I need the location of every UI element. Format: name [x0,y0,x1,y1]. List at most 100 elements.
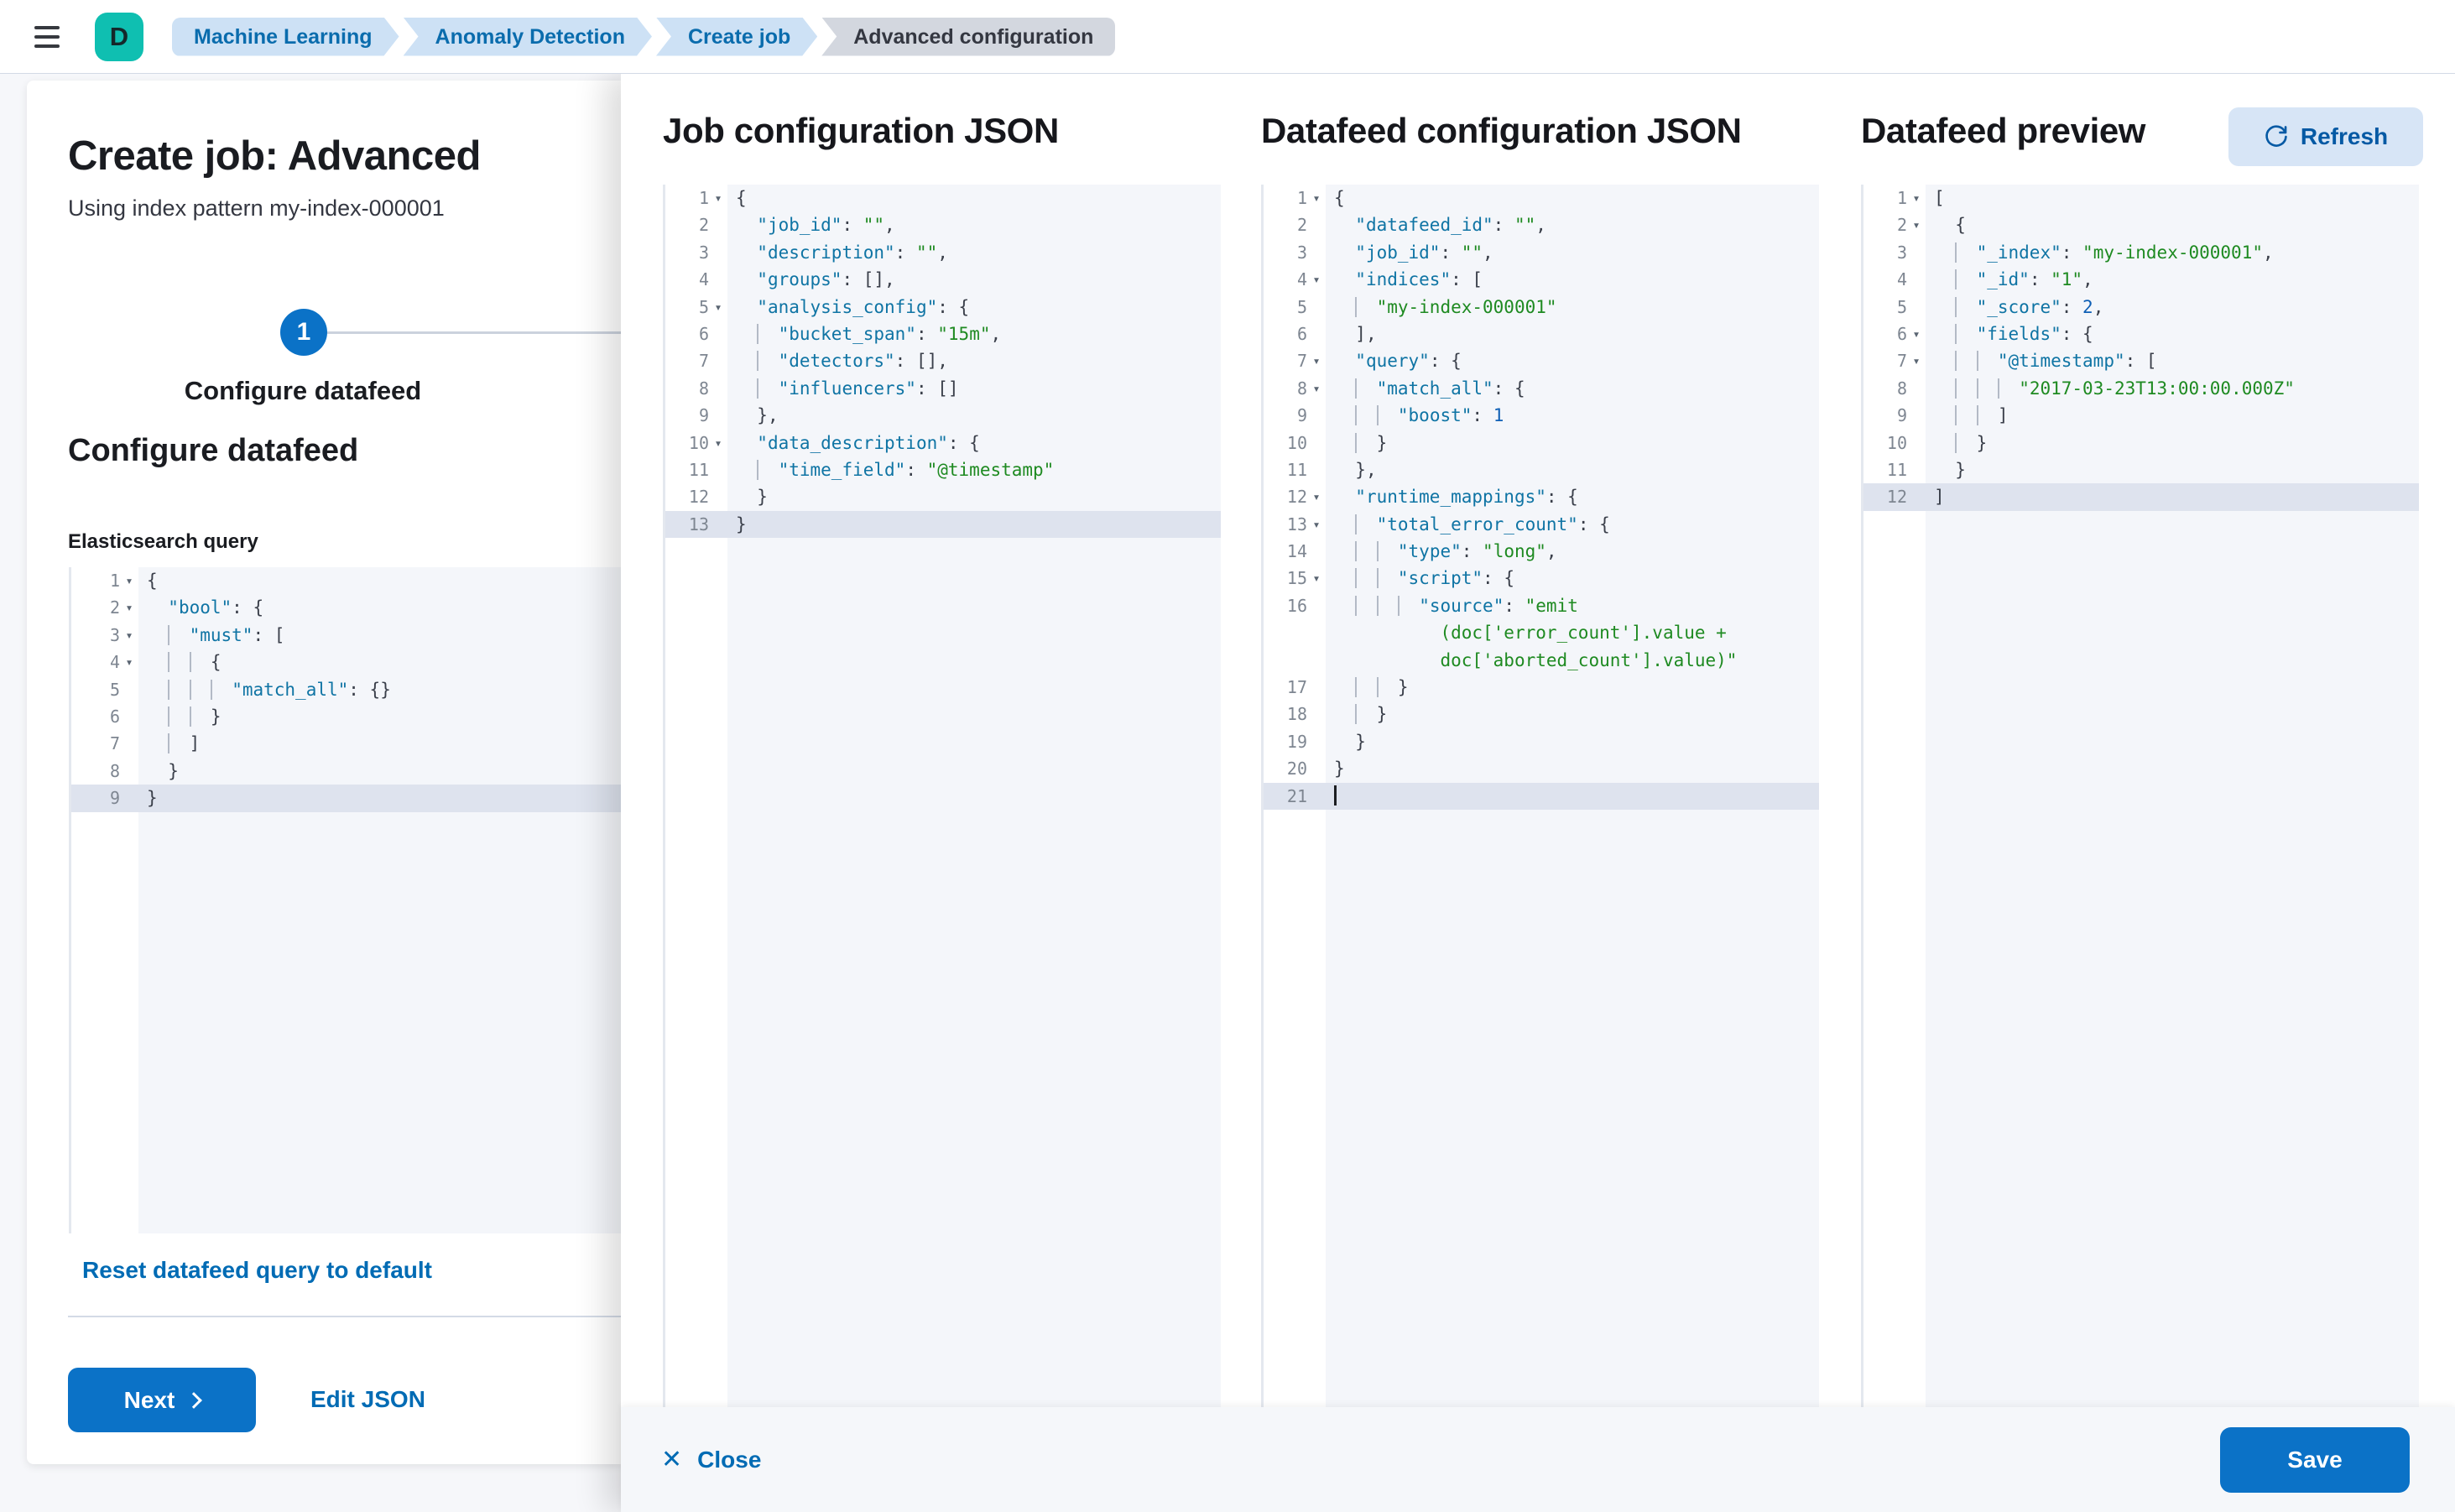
fold-arrow-icon[interactable]: ▾ [714,190,722,206]
next-button-label: Next [123,1386,175,1413]
fold-arrow-icon[interactable]: ▾ [1912,326,1921,342]
code-line: 16 "source": "emit [1264,592,1819,620]
section-heading: Configure datafeed [68,433,359,468]
code-line: 9} [71,785,621,812]
refresh-icon [2265,125,2287,147]
code-line: 8 "influencers": [] [665,374,1221,403]
code-line: 5 "match_all": {} [71,675,621,703]
elasticsearch-query-editor[interactable]: 1▾{2▾ "bool": {3▾ "must": [4▾ {5 "match_… [69,567,621,1233]
code-line: 2▾ { [1863,211,2419,239]
code-line: 5 "my-index-000001" [1264,293,1819,321]
code-line: 3 "description": "", [665,238,1221,267]
code-line: 7▾ "@timestamp": [ [1863,347,2419,375]
refresh-button[interactable]: Refresh [2228,107,2423,166]
breadcrumb-item-anomaly-detection[interactable]: Anomaly Detection [404,18,652,56]
code-line: 4▾ "indices": [ [1264,266,1819,294]
elasticsearch-query-label: Elasticsearch query [68,530,258,553]
breadcrumb-item-machine-learning[interactable]: Machine Learning [172,18,399,56]
code-line: 8▾ "match_all": { [1264,374,1819,403]
fold-arrow-icon[interactable]: ▾ [1312,489,1321,505]
code-line: 7 "detectors": [], [665,347,1221,375]
datafeed-preview-editor[interactable]: 1▾[2▾ {3 "_index": "my-index-000001",4 "… [1861,185,2419,1407]
code-line: 6 "bucket_span": "15m", [665,320,1221,348]
fold-arrow-icon[interactable]: ▾ [1912,353,1921,369]
job-config-json-editor[interactable]: 1▾{2 "job_id": "",3 "description": "",4 … [663,185,1221,1407]
datafeed-config-json-editor[interactable]: 1▾{2 "datafeed_id": "",3 "job_id": "",4▾… [1261,185,1819,1407]
code-line: 1▾{ [1264,185,1819,212]
reset-datafeed-query-link[interactable]: Reset datafeed query to default [82,1257,432,1283]
close-button[interactable]: ✕ Close [661,1447,761,1473]
fold-arrow-icon[interactable]: ▾ [714,435,722,451]
fold-arrow-icon[interactable]: ▾ [125,600,133,616]
code-line: 20} [1264,755,1819,783]
code-line: 10▾ "data_description": { [665,429,1221,456]
code-line: 3 "_index": "my-index-000001", [1863,238,2419,267]
breadcrumb-item-create-job[interactable]: Create job [656,18,817,56]
job-config-title: Job configuration JSON [663,111,1059,150]
code-line: 1▾{ [665,185,1221,212]
code-line: 3 "job_id": "", [1264,238,1819,267]
code-line: 2 "datafeed_id": "", [1264,211,1819,239]
index-pattern-subtitle: Using index pattern my-index-000001 [68,196,445,221]
refresh-button-label: Refresh [2300,123,2389,149]
code-line: 9 "boost": 1 [1264,402,1819,430]
code-line: 14 "type": "long", [1264,538,1819,566]
footer-divider [68,1316,621,1317]
next-button[interactable]: Next [68,1368,256,1432]
menu-icon[interactable] [34,25,60,48]
code-line: 1▾{ [71,567,621,595]
code-line: 5 "_score": 2, [1863,293,2419,321]
code-line: 4 "_id": "1", [1863,266,2419,294]
fold-arrow-icon[interactable]: ▾ [1312,353,1321,369]
step-1-label: Configure datafeed [184,376,422,405]
close-icon: ✕ [661,1445,683,1473]
fold-arrow-icon[interactable]: ▾ [1312,272,1321,288]
breadcrumb-item-advanced-configuration: Advanced configuration [821,17,1116,56]
code-line: 12 } [665,483,1221,511]
code-line: 10 } [1264,429,1819,456]
code-line: 8 } [71,757,621,785]
fold-arrow-icon[interactable]: ▾ [1312,516,1321,532]
advanced-job-flyout: Job configuration JSON Datafeed configur… [621,74,2455,1512]
code-line: 11 "time_field": "@timestamp" [665,456,1221,484]
code-line: 15▾ "script": { [1264,565,1819,592]
code-line: 13} [665,510,1221,539]
page-title: Create job: Advanced [68,133,481,179]
chevron-right-icon [185,1392,203,1409]
code-line: 11 }, [1264,456,1819,484]
fold-arrow-icon[interactable]: ▾ [125,573,133,588]
code-line: doc['aborted_count'].value)" [1264,646,1819,675]
code-line: 11 } [1863,456,2419,484]
close-button-label: Close [697,1446,762,1473]
code-line: 17 } [1264,674,1819,701]
fold-arrow-icon[interactable]: ▾ [125,627,133,643]
fold-arrow-icon[interactable]: ▾ [1312,380,1321,396]
create-job-page-panel: Create job: Advanced Using index pattern… [27,81,621,1464]
fold-arrow-icon[interactable]: ▾ [714,299,722,315]
code-line: 8 "2017-03-23T13:00:00.000Z" [1863,374,2419,403]
code-line: 1▾[ [1863,185,2419,212]
fold-arrow-icon[interactable]: ▾ [1312,571,1321,587]
code-line: 12] [1863,483,2419,511]
edit-json-link[interactable]: Edit JSON [310,1386,425,1412]
code-line: 18 } [1264,701,1819,728]
code-line: 5▾ "analysis_config": { [665,293,1221,321]
code-line: 6 ], [1264,320,1819,348]
save-button[interactable]: Save [2220,1426,2410,1493]
step-1-circle[interactable]: 1 [280,309,327,356]
fold-arrow-icon[interactable]: ▾ [1312,190,1321,206]
fold-arrow-icon[interactable]: ▾ [125,654,133,670]
code-line: 9 ] [1863,402,2419,430]
code-line: 10 } [1863,429,2419,456]
code-line: 7▾ "query": { [1264,347,1819,375]
fold-arrow-icon[interactable]: ▾ [1912,217,1921,233]
code-line: 12▾ "runtime_mappings": { [1264,483,1819,511]
code-line: 21 [1264,782,1819,810]
datafeed-preview-title: Datafeed preview [1861,111,2146,150]
code-line: 13▾ "total_error_count": { [1264,510,1819,539]
fold-arrow-icon[interactable]: ▾ [1912,190,1921,206]
code-line: (doc['error_count'].value + [1264,619,1819,647]
space-avatar[interactable]: D [95,12,143,61]
